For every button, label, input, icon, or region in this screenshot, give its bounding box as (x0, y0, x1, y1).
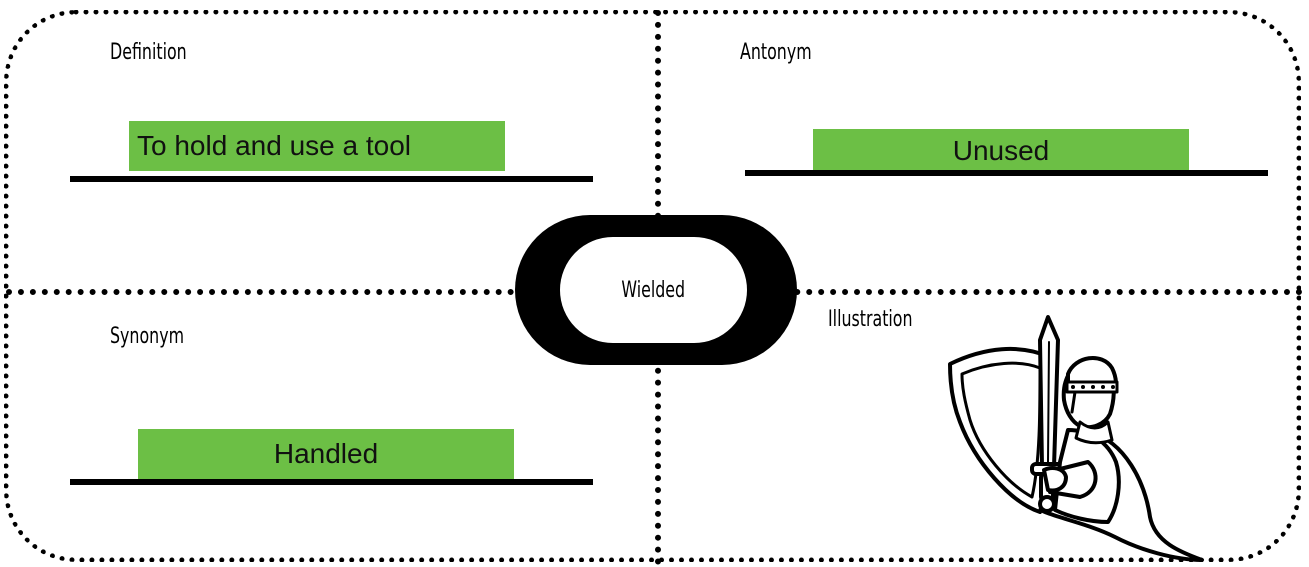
definition-answer-line (70, 176, 593, 182)
frayer-model-frame (4, 10, 1301, 562)
definition-label: Definition (110, 40, 187, 65)
synonym-label: Synonym (110, 324, 185, 349)
definition-answer: To hold and use a tool (129, 121, 505, 171)
antonym-answer-line (745, 170, 1268, 176)
illustration-label: Illustration (828, 307, 913, 332)
center-word: Wielded (621, 277, 686, 303)
knight-illustration (948, 315, 1204, 562)
synonym-answer-line (70, 479, 593, 485)
synonym-answer: Handled (138, 429, 514, 479)
center-word-oval: Wielded (560, 237, 747, 343)
antonym-answer: Unused (813, 129, 1189, 172)
antonym-label: Antonym (740, 40, 812, 65)
